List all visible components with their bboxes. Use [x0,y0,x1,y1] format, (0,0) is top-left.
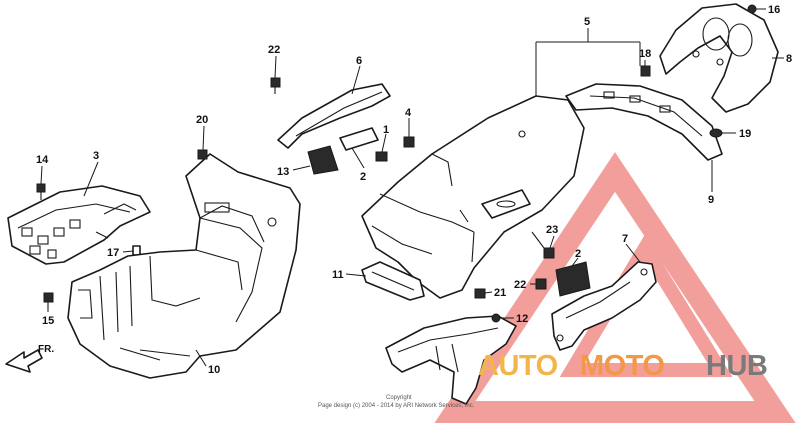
part-21-nut [474,288,486,299]
callout-3: 3 [93,150,99,162]
part-16-screw [747,4,757,14]
callout-12: 12 [516,313,528,325]
watermark-word-hub: HUB [706,350,768,382]
callout-21: 21 [494,287,506,299]
part-2-reflector-right [555,261,591,297]
callout-5: 5 [584,16,590,28]
watermark-word-auto: AUTO [478,350,558,382]
watermark-word-moto: MOTO [580,350,665,382]
part-17-clip [132,245,141,256]
part-2-reflector-left [339,127,379,151]
copyright-line-2: Page design (c) 2004 - 2014 by ARI Netwo… [318,403,475,409]
callout-6: 6 [356,55,362,67]
part-18-clip [640,65,651,77]
callout-17: 17 [107,247,119,259]
callout-2-right: 2 [575,248,581,260]
callout-20: 20 [196,114,208,126]
part-22-nut-right [535,278,547,290]
callout-22-right: 22 [514,279,526,291]
callout-9: 9 [708,194,714,206]
callout-16: 16 [768,4,780,16]
callout-8: 8 [786,53,792,65]
front-direction-arrow: FR. [5,344,54,373]
part-1-bolt [375,151,388,162]
copyright-notice: Copyright Page design (c) 2004 - 2014 by… [318,395,475,409]
callout-13: 13 [277,166,289,178]
part-9-fender-bracket [565,83,723,161]
callout-22-top: 22 [268,44,280,56]
part-3-bracket [7,185,151,265]
part-6-rail [277,83,391,149]
part-10-inner-fender [67,153,301,379]
part-14-bolt [36,183,46,200]
part-20-bolt [197,149,208,160]
callout-10: 10 [208,364,220,376]
part-22-bolt-top [270,77,281,94]
part-8-tail-bracket [659,3,779,113]
callout-23: 23 [546,224,558,236]
part-13-pad [307,145,339,175]
callout-14: 14 [36,154,49,166]
part-11-bracket [361,261,425,301]
callout-11: 11 [332,269,344,281]
part-19-nut [709,128,723,138]
callout-15: 15 [42,315,54,327]
callout-4: 4 [405,107,412,119]
part-12-lower-bracket [385,313,517,405]
direction-label: FR. [38,344,54,355]
callout-7: 7 [622,233,628,245]
callout-1: 1 [383,124,389,136]
callout-2-left: 2 [360,171,366,183]
callout-19: 19 [739,128,751,140]
callout-18: 18 [639,48,651,60]
callout-labels: 1 2 2 3 4 5 6 7 8 9 10 11 12 13 14 15 16… [36,4,792,376]
leader-lines [40,8,784,367]
part-7-side-cover [551,261,657,351]
part-4-nut [403,136,415,148]
copyright-line-1: Copyright [386,395,412,401]
part-23-bolt [531,231,555,259]
